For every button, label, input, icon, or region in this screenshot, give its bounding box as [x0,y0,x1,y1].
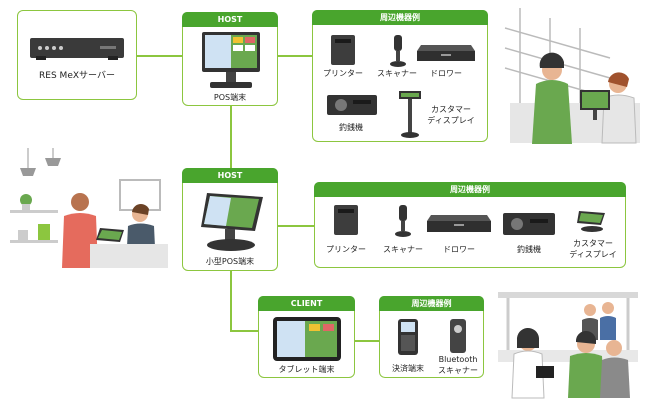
tablet-icon [273,317,341,361]
periph1-header: 周辺機器例 [312,10,488,25]
periph1-item-label: ドロワー [430,69,462,78]
periph2-item-label: ドロワー [443,245,475,254]
customer-display-icon [577,211,605,232]
cafe-counter-illustration [10,148,168,268]
connector-client-periph3 [355,340,379,342]
periph2-item-label: 釣銭機 [517,245,541,254]
periph1-item-label: カスタマー [431,105,471,114]
periph3-item-label2: スキャナー [438,366,478,375]
host1-header: HOST [182,12,278,27]
periph3-item-label: 決済端末 [392,364,424,373]
host1-label: POS端末 [213,93,247,102]
connector-client-h [230,330,258,332]
periph3-item-label: Bluetooth [438,355,478,364]
change-machine-icon [327,95,377,115]
connector-host1-periph1 [278,55,312,57]
scanner-icon [390,35,406,67]
restaurant-tablet-illustration [498,292,638,399]
periph1-item-label: プリンター [323,69,363,78]
periph1-item-label2: ディスプレイ [427,116,475,125]
client-header: CLIENT [258,296,355,311]
host2-header: HOST [182,168,278,183]
periph2-box: 周辺機器例 プリンター スキャナー ドロワー 釣銭機 カスタマー ディスプレイ [314,182,626,268]
printer-icon [331,35,355,65]
bluetooth-scanner-icon [450,319,466,353]
connector-server-host1 [137,55,182,57]
connector-host2-periph2 [278,225,314,227]
payment-terminal-icon [398,319,418,355]
periph2-item-label2: ディスプレイ [569,250,617,259]
periph1-box: 周辺機器例 プリンター スキャナー ドロワー 釣銭機 カスタマー ディスプレイ [312,10,488,142]
periph2-item-label: カスタマー [573,239,613,248]
server-label: RES MeXサーバー [39,71,115,81]
periph2-item-label: プリンター [326,245,366,254]
client-box: CLIENT タブレット端末 [258,296,355,378]
scanner-icon [395,205,411,237]
periph1-item-label: スキャナー [377,69,417,78]
change-machine-icon [503,213,555,235]
connector-host1-host2 [230,106,232,168]
server-box: RES MeXサーバー [17,10,137,100]
printer-icon [334,205,358,235]
host2-box: HOST 小型POS端末 [182,168,278,271]
server-icon [30,38,124,60]
pos-terminal-icon [202,32,260,88]
cash-drawer-icon [417,45,475,61]
periph1-item-label: 釣銭機 [339,123,363,132]
host1-box: HOST POS端末 [182,12,278,106]
periph2-header: 周辺機器例 [314,182,626,197]
host2-label: 小型POS端末 [205,257,255,266]
connector-host2-client [230,271,232,331]
customer-display-icon [399,91,421,138]
periph3-box: 周辺機器例 決済端末 Bluetooth スキャナー [379,296,484,378]
periph3-header: 周辺機器例 [379,296,484,311]
compact-pos-icon [201,193,263,251]
cash-drawer-icon [427,215,491,232]
store-cashier-illustration [504,8,640,144]
client-label: タブレット端末 [278,365,335,374]
periph2-item-label: スキャナー [383,245,423,254]
